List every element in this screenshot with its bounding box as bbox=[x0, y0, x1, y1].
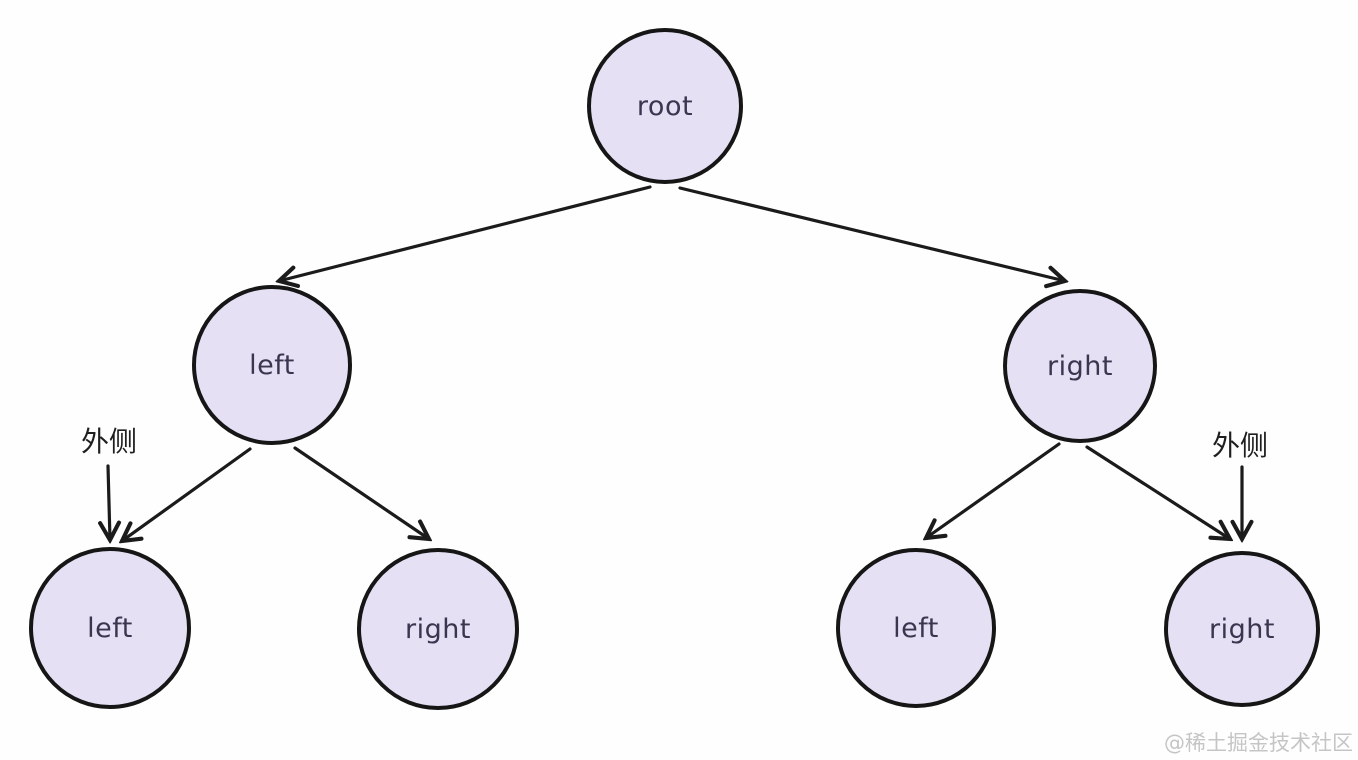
node-left-label: left bbox=[249, 349, 295, 381]
annotation-outer-left: 外侧 bbox=[81, 425, 138, 458]
edge-left-leftleft bbox=[122, 447, 252, 541]
node-left: left bbox=[192, 285, 352, 445]
node-right-left: left bbox=[836, 548, 996, 708]
annotation-outer-right: 外侧 bbox=[1212, 429, 1269, 462]
node-right-left-label: left bbox=[893, 612, 939, 644]
edge-right-rightright bbox=[1085, 445, 1230, 539]
node-left-left: left bbox=[29, 547, 191, 709]
watermark: @稀土掘金技术社区 bbox=[1164, 731, 1353, 755]
node-right-right-label: right bbox=[1209, 613, 1275, 645]
edge-root-left bbox=[279, 185, 652, 281]
node-right-right: right bbox=[1164, 551, 1320, 707]
node-right-label: right bbox=[1047, 350, 1113, 382]
edge-right-rightleft bbox=[926, 442, 1061, 538]
edge-root-right bbox=[678, 186, 1065, 281]
node-left-right-label: right bbox=[405, 613, 471, 645]
node-left-right: right bbox=[357, 548, 519, 710]
arrow-outer-left bbox=[108, 464, 110, 540]
edge-left-leftright bbox=[293, 446, 429, 539]
node-left-left-label: left bbox=[87, 612, 133, 644]
node-right: right bbox=[1003, 289, 1157, 443]
node-root: root bbox=[587, 28, 743, 184]
node-root-label: root bbox=[636, 90, 694, 122]
